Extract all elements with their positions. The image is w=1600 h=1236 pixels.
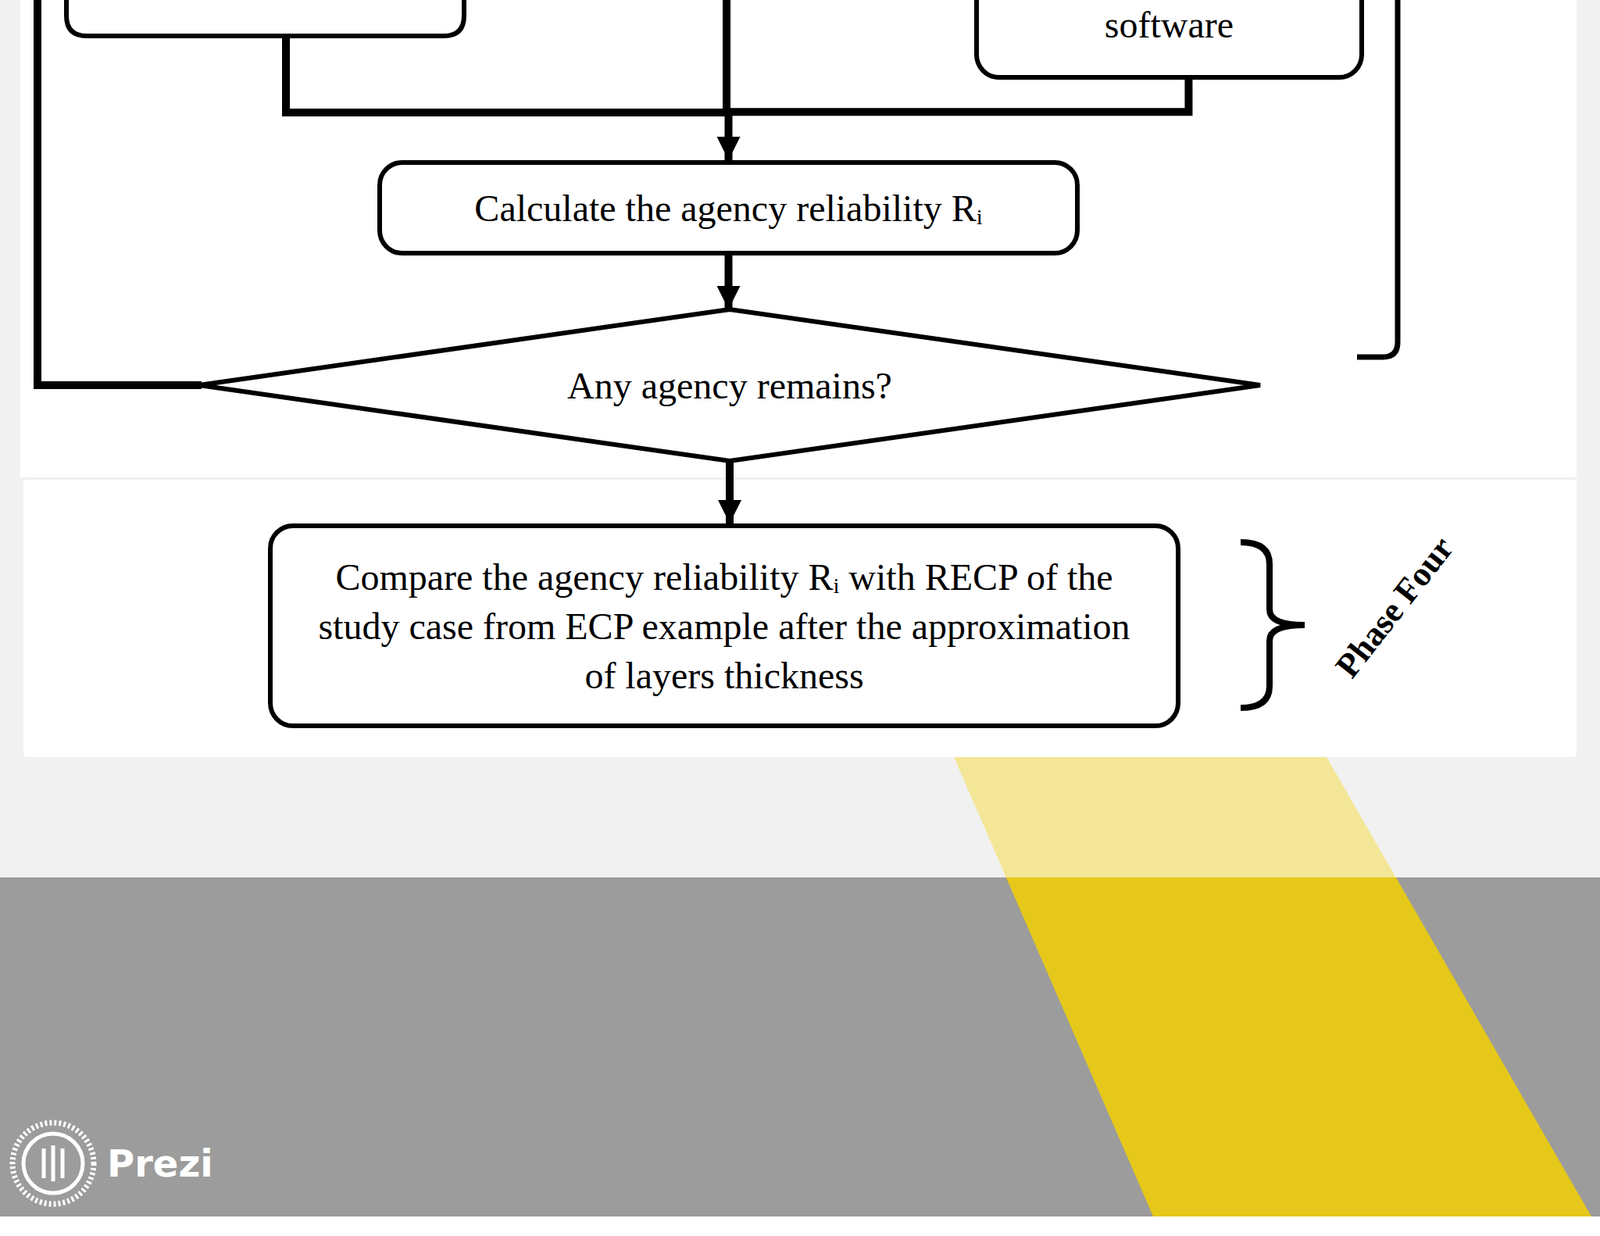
node-text: Compare the agency reliability Rᵢ with R… xyxy=(306,552,1143,700)
panel xyxy=(23,479,1577,758)
node-text: Any agency remains? xyxy=(567,360,893,411)
prezi-logo xyxy=(12,1122,94,1204)
decision-diamond: Any agency remains? xyxy=(199,309,1261,461)
flow-line xyxy=(722,0,731,113)
loop-line xyxy=(37,0,202,386)
node-text: Calculate the agency reliability Rᵢ xyxy=(474,183,983,233)
ground-light xyxy=(0,0,1600,878)
watermark: Prezi xyxy=(107,1141,214,1186)
overlay xyxy=(0,0,1600,878)
process-box: Calculate the agency reliability Rᵢ xyxy=(377,160,1080,256)
process-box: Compare the agency reliability Rᵢ with R… xyxy=(267,523,1181,729)
flow-line xyxy=(285,35,727,113)
phase-brace xyxy=(1240,542,1305,708)
process-box xyxy=(66,0,465,36)
node-text: software xyxy=(1104,0,1234,50)
bottom-strip xyxy=(0,1216,1600,1236)
flow-arrow xyxy=(725,460,734,524)
process-box: software xyxy=(974,0,1365,80)
flow-arrow xyxy=(728,79,1190,161)
flow-arrow xyxy=(725,255,733,310)
